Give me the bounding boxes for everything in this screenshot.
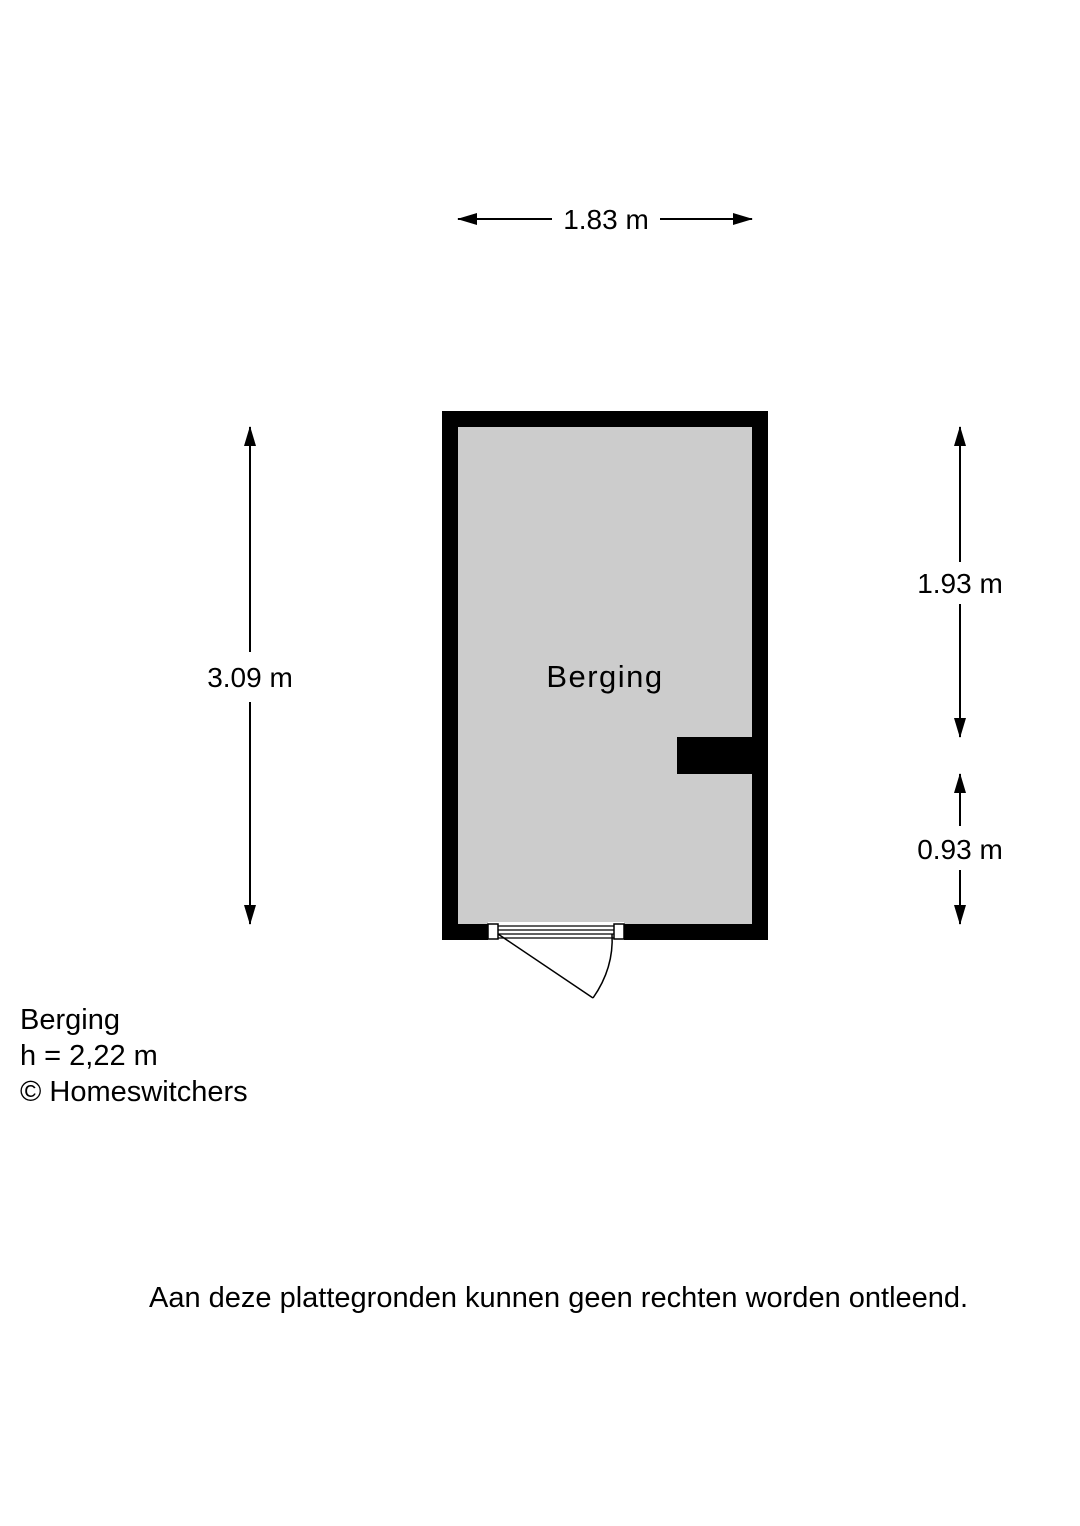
width-label: 1.83 m: [563, 204, 649, 235]
dimension-right-lower: 0.93 m: [917, 773, 1003, 925]
room-label: Berging: [546, 659, 663, 694]
door-frame-left: [487, 923, 499, 940]
room-floor: [458, 427, 752, 924]
door-swing-arc: [592, 933, 613, 999]
wall-nib: [677, 737, 757, 774]
height-total-label: 3.09 m: [207, 662, 293, 693]
room-info: Berging h = 2,22 m © Homeswitchers: [20, 1002, 248, 1110]
info-copyright: © Homeswitchers: [20, 1076, 248, 1108]
door-leaf: [497, 933, 594, 999]
room-walls: [442, 411, 768, 940]
right-upper-label: 1.93 m: [917, 568, 1003, 599]
door-frame-right: [613, 923, 625, 940]
disclaimer-text: Aan deze plattegronden kunnen geen recht…: [149, 1282, 969, 1314]
right-lower-label: 0.93 m: [917, 834, 1003, 865]
dimension-right-upper: 1.93 m: [917, 426, 1003, 738]
info-ceiling-height: h = 2,22 m: [20, 1040, 158, 1072]
info-room-name: Berging: [20, 1004, 120, 1036]
dimension-height-total: 3.09 m: [207, 426, 293, 925]
door: [487, 922, 625, 999]
dimension-width: 1.83 m: [457, 204, 753, 235]
